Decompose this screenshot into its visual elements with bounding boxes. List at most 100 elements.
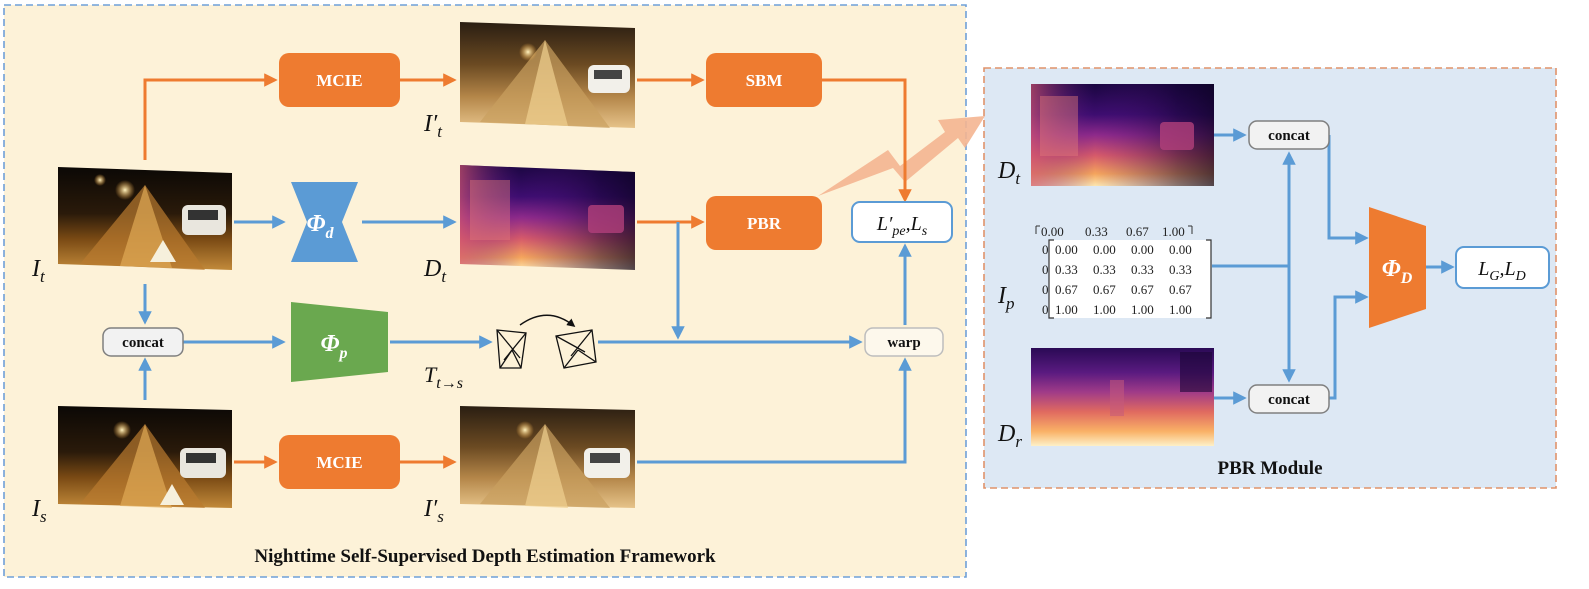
label-isp-prime: ′ bbox=[432, 496, 438, 522]
zoom-arrow bbox=[818, 116, 985, 196]
loss-sep: , bbox=[906, 213, 911, 235]
label-dt-main: D bbox=[423, 256, 441, 282]
phi-d-network: Φd bbox=[291, 182, 358, 262]
ip-cell: 1.00 bbox=[1055, 302, 1078, 317]
svg-text:Φp: Φp bbox=[321, 331, 348, 362]
svg-text:0: 0 bbox=[1042, 262, 1049, 277]
ip-matrix: 0.00 0.33 0.67 1.00 0 0 0 0 0.00 0.00 0.00… bbox=[1035, 224, 1212, 319]
camera-icon-source bbox=[496, 329, 527, 369]
ip-back-1: 0.33 bbox=[1085, 224, 1108, 239]
pbr-label-dr-sub: r bbox=[1015, 432, 1022, 451]
loss-l1-sub: pe bbox=[891, 224, 905, 239]
pbr-image-dt bbox=[1031, 84, 1214, 186]
edge-concat-top-phiD bbox=[1327, 135, 1369, 245]
label-isp-sub: s bbox=[437, 507, 444, 526]
ip-col-3: 0 bbox=[1042, 302, 1049, 317]
framework-title: Nighttime Self-Supervised Depth Estimati… bbox=[254, 546, 716, 567]
svg-text:LG,LD: LG,LD bbox=[1477, 258, 1526, 284]
svg-text:0.00: 0.00 bbox=[1041, 224, 1064, 239]
ip-cell: 0.67 bbox=[1055, 282, 1078, 297]
ip-cell: 0.33 bbox=[1055, 262, 1078, 277]
out-lg-sub: G bbox=[1489, 269, 1499, 284]
ip-cell: 0.67 bbox=[1169, 282, 1192, 297]
loss-l2: L bbox=[910, 213, 922, 235]
sbm-node: SBM bbox=[706, 53, 822, 107]
mcie-bottom-label: MCIE bbox=[316, 453, 362, 472]
label-isp-main: I bbox=[423, 496, 433, 522]
phi-p-network: Φp bbox=[291, 302, 388, 382]
phi-p-sub: p bbox=[337, 345, 347, 362]
ip-back-3: 1.00 bbox=[1162, 224, 1185, 239]
edge-it-mcie bbox=[143, 73, 278, 160]
svg-text:It: It bbox=[31, 256, 46, 286]
label-itp-prime: ′ bbox=[432, 111, 438, 137]
svg-text:Dt: Dt bbox=[997, 158, 1021, 188]
label-transform-sub: t→s bbox=[436, 375, 463, 392]
ip-cell: 0.00 bbox=[1055, 242, 1078, 257]
svg-text:Ip: Ip bbox=[997, 283, 1015, 313]
phi-p-symbol: Φ bbox=[321, 331, 340, 357]
mcie-bottom-node: MCIE bbox=[279, 435, 400, 489]
pbr-label-dr-main: D bbox=[997, 421, 1015, 447]
pbr-image-dr bbox=[1031, 348, 1214, 446]
out-lg: L bbox=[1477, 258, 1489, 280]
svg-text:1.00: 1.00 bbox=[1162, 224, 1185, 239]
label-is-sub: s bbox=[40, 507, 47, 526]
out-sep: , bbox=[1500, 258, 1505, 280]
ip-cell: 0.00 bbox=[1169, 242, 1192, 257]
ip-cell: 0.33 bbox=[1169, 262, 1192, 277]
svg-text:Is: Is bbox=[31, 496, 47, 526]
image-is bbox=[58, 406, 232, 508]
label-transform-main: T bbox=[424, 362, 438, 387]
phi-d-symbol: Φ bbox=[307, 211, 326, 237]
ip-cell: 0.33 bbox=[1131, 262, 1154, 277]
edge-concat-bottom-phiD bbox=[1329, 290, 1369, 400]
svg-text:0: 0 bbox=[1042, 302, 1049, 317]
warp-node: warp bbox=[864, 327, 944, 357]
label-itp-sub: t bbox=[437, 122, 443, 141]
ip-cell: 1.00 bbox=[1131, 302, 1154, 317]
phi-d-sub: d bbox=[325, 225, 334, 242]
svg-text:L′pe,Ls: L′pe,Ls bbox=[876, 213, 928, 239]
pbr-output-box: LG,LD bbox=[1455, 246, 1550, 289]
image-is-prime bbox=[460, 406, 635, 508]
warp-label: warp bbox=[887, 335, 920, 351]
concat-label: concat bbox=[122, 335, 164, 351]
ip-cell: 0.00 bbox=[1093, 242, 1116, 257]
ip-cell: 1.00 bbox=[1093, 302, 1116, 317]
pbr-concat-bottom: concat bbox=[1248, 384, 1330, 414]
out-ld-sub: D bbox=[1515, 269, 1526, 284]
label-is-main: I bbox=[31, 496, 41, 522]
svg-text:0.67: 0.67 bbox=[1126, 224, 1149, 239]
ip-back-2: 0.67 bbox=[1126, 224, 1149, 239]
svg-text:I′s: I′s bbox=[423, 496, 444, 526]
loss-l2-sub: s bbox=[922, 224, 928, 239]
label-it-sub: t bbox=[40, 267, 46, 286]
ip-cell: 0.67 bbox=[1131, 282, 1154, 297]
ip-col-1: 0 bbox=[1042, 262, 1049, 277]
ip-col-2: 0 bbox=[1042, 282, 1049, 297]
ip-cell: 1.00 bbox=[1169, 302, 1192, 317]
pbr-label-dt-main: D bbox=[997, 158, 1015, 184]
ip-col-0: 0 bbox=[1042, 242, 1049, 257]
sbm-label: SBM bbox=[746, 71, 783, 90]
svg-text:ΦD: ΦD bbox=[1382, 256, 1413, 287]
svg-text:0.33: 0.33 bbox=[1085, 224, 1108, 239]
pbr-label-ip-sub: p bbox=[1005, 294, 1015, 313]
camera-motion-arrow bbox=[519, 314, 576, 328]
ip-cell: 0.00 bbox=[1131, 242, 1154, 257]
ip-cell: 0.67 bbox=[1093, 282, 1116, 297]
pbr-label-ip-main: I bbox=[997, 283, 1007, 309]
image-it-prime bbox=[460, 22, 635, 128]
image-it bbox=[58, 167, 232, 270]
loss-l1-prime: ′ bbox=[888, 213, 893, 235]
ip-cell: 0.33 bbox=[1093, 262, 1116, 277]
image-dt bbox=[460, 165, 635, 270]
loss-l1: L bbox=[876, 213, 888, 235]
svg-text:Dt: Dt bbox=[423, 256, 447, 286]
mcie-top-label: MCIE bbox=[316, 71, 362, 90]
pbr-label: PBR bbox=[747, 214, 782, 233]
pbr-concat-bottom-label: concat bbox=[1268, 392, 1310, 408]
loss-box: L′pe,Ls bbox=[851, 201, 953, 243]
label-dt-sub: t bbox=[441, 267, 447, 286]
